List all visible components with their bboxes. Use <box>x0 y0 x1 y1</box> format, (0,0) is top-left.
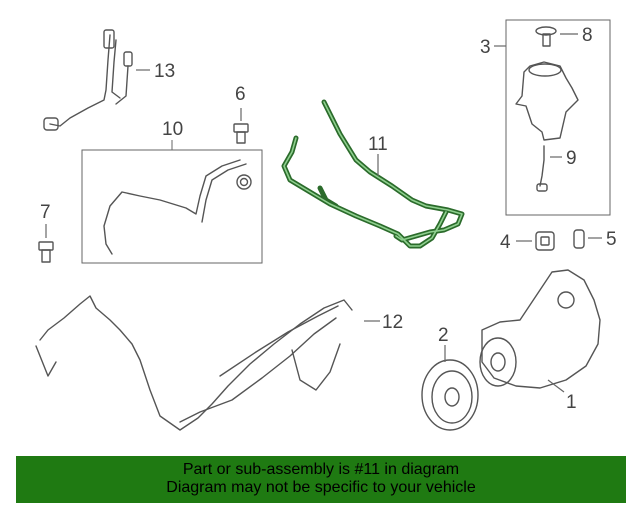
part-4-grommet[interactable] <box>535 231 555 251</box>
parts-diagram: 13 10 6 7 11 3 <box>35 19 617 431</box>
callout-5: 5 <box>606 229 617 250</box>
callout-9: 9 <box>566 148 577 169</box>
part-9-hose[interactable] <box>536 145 548 192</box>
part-11-pressure-hose[interactable] <box>281 99 465 249</box>
part-5-bushing[interactable] <box>573 229 585 249</box>
callout-7: 7 <box>40 202 51 223</box>
part-7-bolt[interactable] <box>38 241 54 263</box>
part-3-reservoir-assembly[interactable] <box>505 19 611 216</box>
callout-3: 3 <box>480 37 491 58</box>
part-12-hose-lines[interactable] <box>35 295 353 431</box>
part-10-return-hose-set[interactable] <box>81 140 263 264</box>
callout-2: 2 <box>438 325 449 346</box>
callout-12: 12 <box>382 312 403 333</box>
part-2-pulley[interactable] <box>421 359 479 431</box>
part-13-sensor-wire[interactable] <box>43 29 133 131</box>
callout-13: 13 <box>154 61 175 82</box>
leader-1 <box>547 379 565 393</box>
callout-6: 6 <box>235 84 246 105</box>
part-6-bolt[interactable] <box>233 123 249 144</box>
part-8-reservoir-cap[interactable] <box>535 26 557 47</box>
callout-1: 1 <box>566 392 577 413</box>
banner-line-1: Part or sub-assembly is #11 in diagram <box>182 461 460 478</box>
callout-10: 10 <box>162 119 183 140</box>
part-1-power-steering-pump[interactable] <box>479 269 601 389</box>
callout-8: 8 <box>582 25 593 46</box>
callout-11: 11 <box>368 134 388 155</box>
banner-line-2: Diagram may not be specific to your vehi… <box>166 479 476 496</box>
callout-4: 4 <box>500 232 511 253</box>
info-banner: Part or sub-assembly is #11 in diagram D… <box>16 456 626 503</box>
